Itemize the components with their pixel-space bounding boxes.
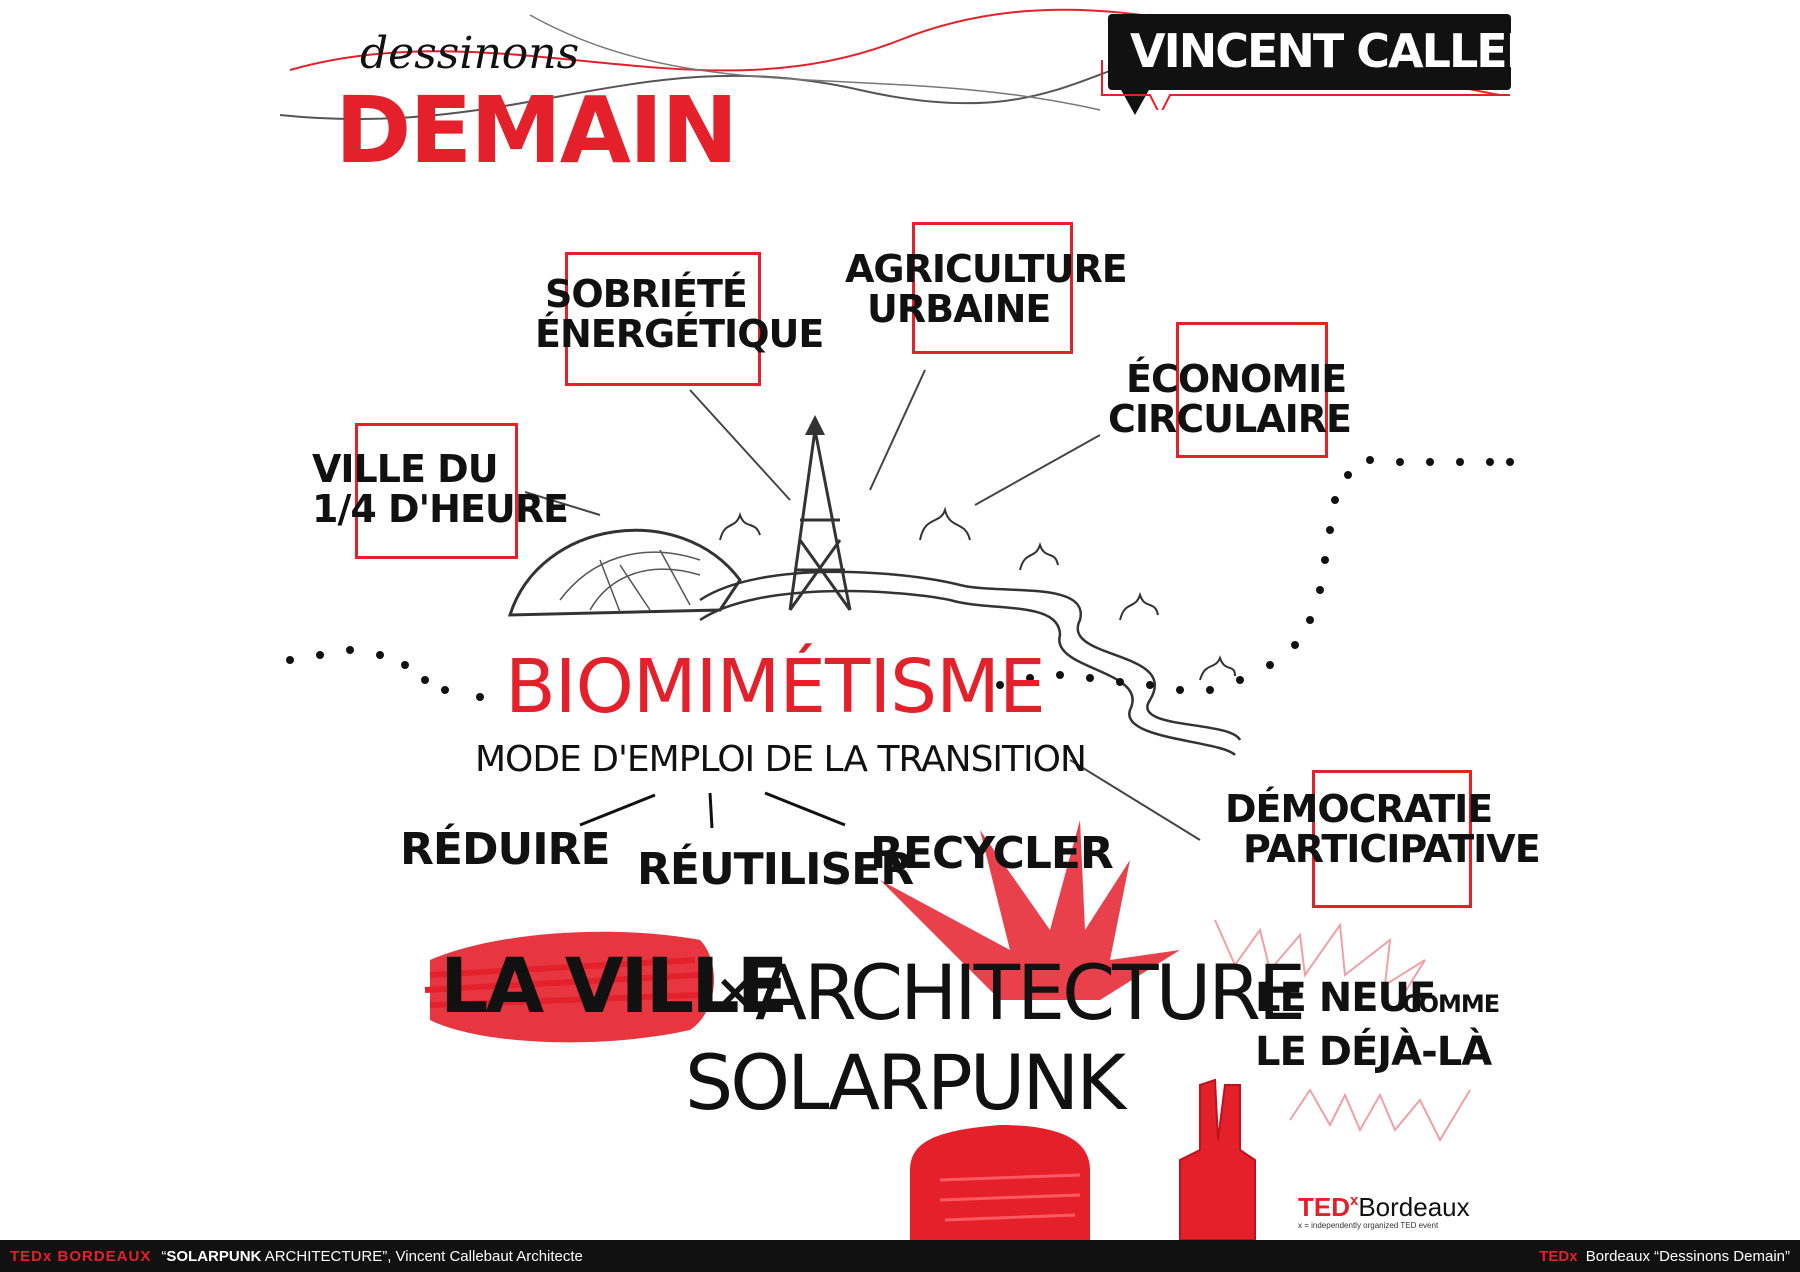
bottom-times-sign: × <box>715 964 755 1020</box>
topic-box-economie <box>1176 322 1328 458</box>
topic-sobriete-line2: ÉNERGÉTIQUE <box>535 311 824 356</box>
center-recycler: RECYCLER <box>870 828 1114 879</box>
speaker-outline <box>1101 60 1510 110</box>
connector-line <box>524 491 601 516</box>
topic-democratie-line2: PARTICIPATIVE <box>1243 826 1541 871</box>
topic-agriculture-line1: AGRICULTURE <box>845 247 1128 291</box>
connector-line <box>974 434 1101 506</box>
topic-box-agriculture <box>912 222 1073 354</box>
center-reutiliser: RÉUTILISER <box>637 844 914 895</box>
footer-left-rest: ARCHITECTURE”, Vincent Callebaut Archite… <box>261 1247 583 1265</box>
topic-sobriete: SOBRIÉTÉ ÉNERGÉTIQUE <box>535 272 824 356</box>
topic-democratie: DÉMOCRATIE PARTICIPATIVE <box>1225 787 1541 871</box>
speaker-name: VINCENT CALLEBAUT <box>1130 24 1638 78</box>
header-script-title: dessinons <box>360 28 580 79</box>
topic-box-democratie <box>1312 770 1472 908</box>
topic-sobriete-line1: SOBRIÉTÉ <box>545 272 748 316</box>
connector-line <box>1069 759 1201 841</box>
tower-building <box>788 429 852 611</box>
connector-line <box>869 369 926 491</box>
topic-economie-line1: ÉCONOMIE <box>1126 357 1347 401</box>
footer-left-tag: TEDx BORDEAUX <box>10 1247 152 1265</box>
topic-box-ville <box>355 423 518 559</box>
shrubs <box>719 506 1236 681</box>
connector-line <box>579 793 656 827</box>
footer-right: TEDx Bordeaux “Dessinons Demain” <box>1539 1240 1790 1272</box>
neuf-comme: COMME <box>1402 990 1500 1018</box>
tedx-logo-ted: TED <box>1298 1192 1350 1222</box>
footer-right-red: TEDx <box>1539 1247 1578 1265</box>
topic-ville-line2: 1/4 D'HEURE <box>312 486 569 531</box>
bottom-solarpunk: SOLARPUNK <box>685 1038 1126 1127</box>
footer-left-bold: SOLARPUNK <box>166 1247 262 1265</box>
sketch-illustration <box>279 8 1514 1240</box>
footer-left: TEDx BORDEAUX “ SOLARPUNK ARCHITECTURE”,… <box>10 1240 583 1272</box>
light-starburst <box>1214 919 1471 1143</box>
center-reduire: RÉDUIRE <box>400 824 610 875</box>
connector-line <box>764 791 846 827</box>
bottom-architecture: ARCHITECTURE <box>755 948 1306 1037</box>
topic-box-sobriete <box>565 252 761 386</box>
connector-line <box>708 792 714 829</box>
sketchnote-canvas: dessinons DEMAIN VINCENT CALLEBAUT SOBRI… <box>279 8 1638 1240</box>
topic-ville-line1: VILLE DU <box>312 447 499 491</box>
center-title: BIOMIMÉTISME <box>505 644 1046 730</box>
bottom-la-ville: LA VILLE <box>440 941 789 1030</box>
footer-left-quote-open: “ <box>161 1247 167 1265</box>
header-wave-gray-2 <box>529 14 1101 111</box>
speaker-bubble: VINCENT CALLEBAUT <box>1108 14 1638 90</box>
punk-figure <box>910 1125 1090 1240</box>
topic-agriculture-line2: URBAINE <box>867 286 1051 331</box>
tedx-logo-x: x <box>1350 1192 1359 1209</box>
footer-bar: TEDx BORDEAUX “ SOLARPUNK ARCHITECTURE”,… <box>0 1240 1800 1272</box>
red-starburst <box>880 820 1180 1000</box>
neuf-line2: LE DÉJÀ-LÀ <box>1255 1029 1492 1075</box>
topic-ville: VILLE DU 1/4 D'HEURE <box>312 447 569 531</box>
center-subtitle: MODE D'EMPLOI DE LA TRANSITION <box>475 739 1087 780</box>
river <box>699 570 1242 741</box>
tedx-logo-city: Bordeaux <box>1358 1192 1470 1222</box>
tedx-logo: TEDxBordeaux x = independently organized… <box>1298 1192 1470 1230</box>
red-scribble <box>430 931 714 1043</box>
raised-hand <box>1179 1078 1256 1240</box>
dome-building <box>507 528 742 617</box>
neuf-line1: LE NEUF <box>1255 975 1436 1021</box>
dotted-path <box>286 456 1514 701</box>
topic-agriculture: AGRICULTURE URBAINE <box>845 247 1128 331</box>
topic-economie-line2: CIRCULAIRE <box>1108 396 1352 441</box>
tedx-logo-tagline: x = independently organized TED event <box>1298 1221 1439 1230</box>
header-main-title: DEMAIN <box>335 77 738 184</box>
footer-right-rest: Bordeaux “Dessinons Demain” <box>1581 1247 1790 1265</box>
topic-democratie-line1: DÉMOCRATIE <box>1225 787 1493 831</box>
topic-economie: ÉCONOMIE CIRCULAIRE <box>1108 357 1352 441</box>
connector-line <box>689 389 791 501</box>
